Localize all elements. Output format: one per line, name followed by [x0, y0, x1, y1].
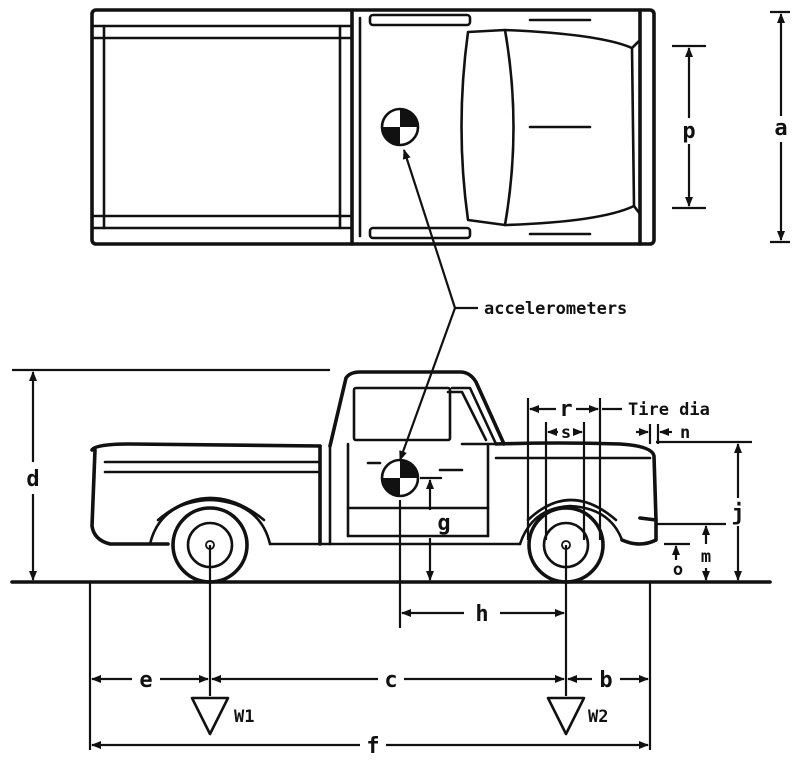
label-a: a [774, 116, 787, 141]
label-b: b [599, 668, 612, 693]
side-view: d g r Tire dia s n j [10, 368, 772, 584]
label-g: g [437, 511, 450, 536]
label-r: r [559, 397, 572, 422]
label-s: s [561, 423, 571, 443]
accelerometer-side-icon [366, 458, 420, 498]
label-m: m [701, 547, 711, 567]
top-view: p a [90, 8, 790, 246]
lower-dimensions: h e c b W1 W2 f [88, 500, 652, 759]
label-c: c [384, 668, 397, 693]
label-w2: W2 [588, 707, 608, 727]
accelerometer-callout: accelerometers [398, 149, 627, 461]
label-p: p [682, 119, 695, 144]
label-h: h [475, 602, 488, 627]
label-tire-dia: Tire dia [628, 400, 710, 420]
label-j: j [731, 501, 744, 526]
label-e: e [139, 668, 152, 693]
label-w1: W1 [234, 707, 254, 727]
label-f: f [366, 734, 379, 759]
accelerometer-top-icon [380, 107, 420, 147]
label-d: d [26, 467, 39, 492]
label-n: n [680, 423, 690, 443]
w2-load-icon [546, 696, 586, 736]
label-accelerometers: accelerometers [484, 299, 627, 319]
label-o: o [673, 560, 683, 580]
w1-load-icon [190, 696, 230, 736]
